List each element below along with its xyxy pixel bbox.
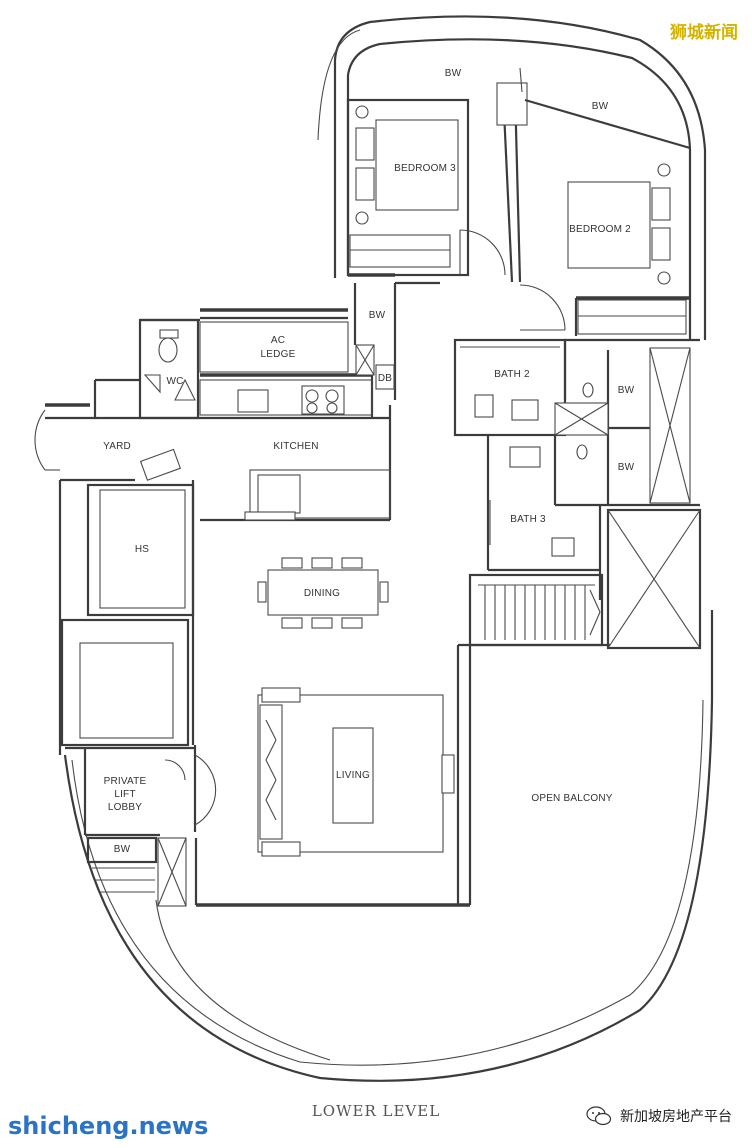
doors xyxy=(34,229,566,826)
hs-label: HS xyxy=(135,544,149,555)
bw-top-right-label: BW xyxy=(592,101,609,112)
watermark-top: 狮城新闻 xyxy=(670,23,738,43)
bath3-label: BATH 3 xyxy=(510,514,546,525)
bw-lobby-label: BW xyxy=(114,844,131,855)
watermark-right: 新加坡房地产平台 xyxy=(586,1106,732,1126)
level-label: LOWER LEVEL xyxy=(311,1102,441,1120)
bw-bath-upper-label: BW xyxy=(618,385,635,396)
yard-label: YARD xyxy=(103,441,131,452)
lobby-label-line2: LIFT xyxy=(114,789,135,800)
bedroom2-label: BEDROOM 2 xyxy=(569,224,631,235)
wechat-icon xyxy=(586,1106,612,1126)
outer-envelope xyxy=(63,15,714,1082)
ac-ledge-label-line2: LEDGE xyxy=(261,349,296,360)
bw-bath-lower-label: BW xyxy=(618,462,635,473)
watermark-left: shicheng.news xyxy=(8,1112,209,1140)
living-label: LIVING xyxy=(336,770,370,781)
fixtures xyxy=(143,105,687,857)
bath2-label: BATH 2 xyxy=(494,369,530,380)
bedroom3-label: BEDROOM 3 xyxy=(394,163,456,174)
wc-label: WC xyxy=(166,376,183,387)
main-walls xyxy=(45,67,702,907)
ac-ledge-label-line1: AC xyxy=(271,335,285,346)
db-label: DB xyxy=(378,373,392,384)
dining-label: DINING xyxy=(304,588,340,599)
bw-corridor-label: BW xyxy=(369,310,386,321)
bw-top-left-label: BW xyxy=(445,68,462,79)
stair-treads xyxy=(478,584,601,640)
lobby-label-line1: PRIVATE xyxy=(104,776,147,787)
watermark-right-text: 新加坡房地产平台 xyxy=(620,1109,732,1125)
kitchen-label: KITCHEN xyxy=(273,441,318,452)
room-labels: BEDROOM 3 BEDROOM 2 BW BW BW AC LEDGE WC… xyxy=(103,68,635,855)
open-balcony-label: OPEN BALCONY xyxy=(531,793,612,804)
lobby-label-line3: LOBBY xyxy=(108,802,142,813)
